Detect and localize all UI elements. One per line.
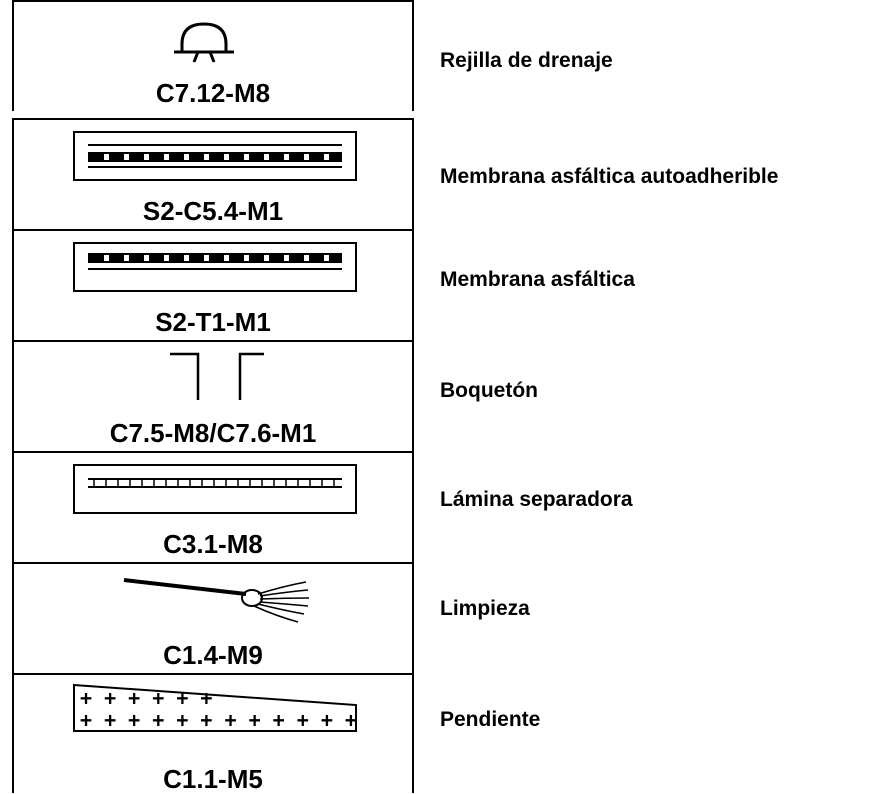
- self-adhesive-membrane-icon: [73, 131, 357, 181]
- svg-text:+ + + + + +: + + + + + +: [80, 686, 212, 710]
- description-label: Rejilla de drenaje: [440, 49, 613, 72]
- code-label: S2-C5.4-M1: [142, 196, 284, 226]
- code-label: S2-T1-M1: [155, 307, 271, 337]
- description-label: Membrana asfáltica: [440, 268, 635, 291]
- code-label: C3.1-M8: [163, 529, 263, 559]
- description-label: Membrana asfáltica autoadherible: [440, 165, 779, 188]
- symbol-cell: S2-T1-M1: [12, 229, 414, 340]
- symbol-cell: C7.5-M8/C7.6-M1: [12, 340, 414, 451]
- code-label: C1.4-M9: [163, 640, 263, 670]
- legend-table: C7.12-M8 Rejilla de drenaje S2-C5.4-: [12, 0, 779, 793]
- symbol-cell: C1.4-M9: [12, 562, 414, 673]
- broom-icon: [123, 578, 310, 623]
- code-label: C7.5-M8/C7.6-M1: [109, 418, 317, 448]
- symbol-cell: + + + + + + + + + + + + + + + + + + C1.1…: [12, 673, 414, 793]
- symbol-cell: C7.12-M8: [12, 0, 414, 111]
- code-label: C7.12-M8: [155, 78, 271, 108]
- asphalt-membrane-icon: [73, 242, 357, 292]
- symbol-cell: S2-C5.4-M1: [12, 118, 414, 229]
- opening-icon: [170, 352, 264, 400]
- code-label: C1.1-M5: [163, 764, 263, 794]
- description-label: Boquetón: [440, 379, 538, 402]
- description-label: Pendiente: [440, 708, 541, 731]
- description-label: Lámina separadora: [440, 488, 633, 511]
- svg-text:+ + + + + + + + + + + +: + + + + + + + + + + + +: [80, 708, 357, 732]
- description-label: Limpieza: [440, 597, 530, 620]
- slope-icon: + + + + + + + + + + + + + + + + + +: [73, 683, 357, 732]
- drain-grate-icon: [174, 22, 234, 63]
- symbol-cell: C3.1-M8: [12, 451, 414, 562]
- separator-sheet-icon: [73, 464, 357, 514]
